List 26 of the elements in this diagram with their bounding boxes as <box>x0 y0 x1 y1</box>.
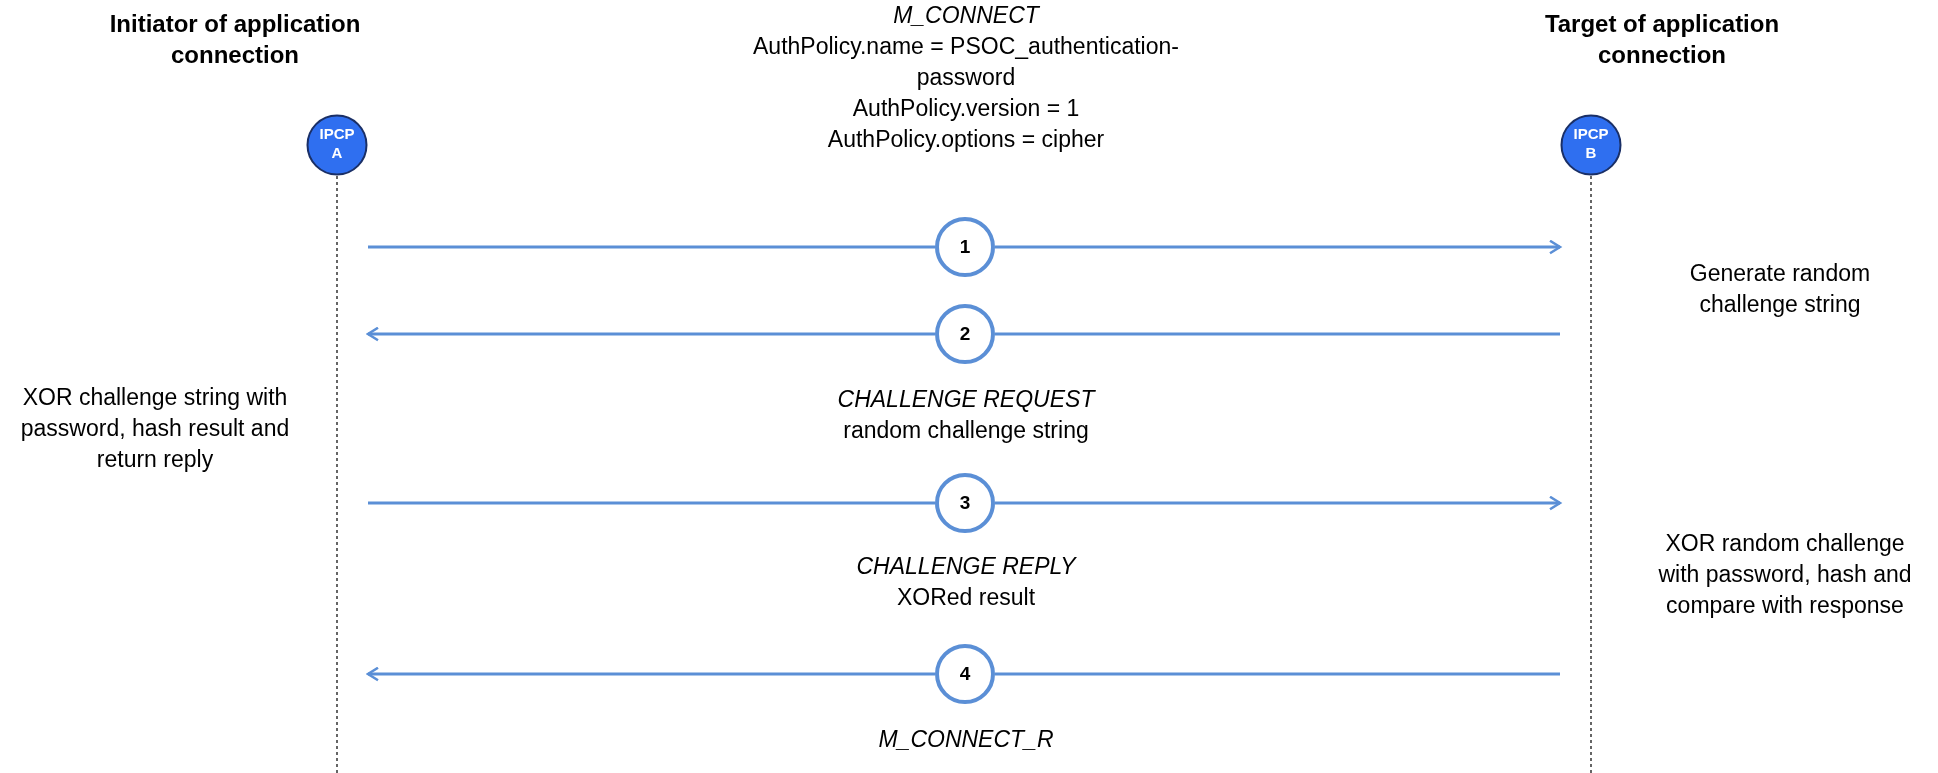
message-name: CHALLENGE REPLY <box>855 552 1078 581</box>
message-arrow <box>366 326 935 342</box>
message-name: CHALLENGE REQUEST <box>836 385 1097 414</box>
step-number: 3 <box>935 473 995 533</box>
step-number: 1 <box>935 217 995 277</box>
note-text: AuthPolicy.version = 1 <box>851 94 1081 123</box>
message-arrow <box>366 666 935 682</box>
participant-lifeline <box>1560 114 1622 773</box>
message-arrow <box>995 239 1562 255</box>
message-arrow <box>995 495 1562 511</box>
participant-label: IPCP B <box>1572 124 1610 162</box>
participant-heading: Initiator of application connection <box>108 9 362 70</box>
step-number: 2 <box>935 304 995 364</box>
note-text: Generate random challenge string <box>1688 259 1872 319</box>
note-text: XOR random challenge with password, hash and compare with response <box>1657 529 1913 620</box>
participant-label: IPCP A <box>318 124 356 162</box>
note-text: XOR challenge string with password, hash result and return reply <box>19 383 291 474</box>
note-text: AuthPolicy.options = cipher <box>826 125 1106 154</box>
participant-lifeline <box>306 114 368 773</box>
note-text: XORed result <box>895 583 1037 612</box>
step-number: 4 <box>935 644 995 704</box>
note-text: AuthPolicy.name = PSOC_authentication-password <box>752 32 1180 92</box>
participant-heading: Target of application connection <box>1543 9 1781 70</box>
message-name: M_CONNECT <box>892 1 1041 30</box>
message-name: M_CONNECT_R <box>877 725 1055 754</box>
note-text: random challenge string <box>842 416 1090 445</box>
